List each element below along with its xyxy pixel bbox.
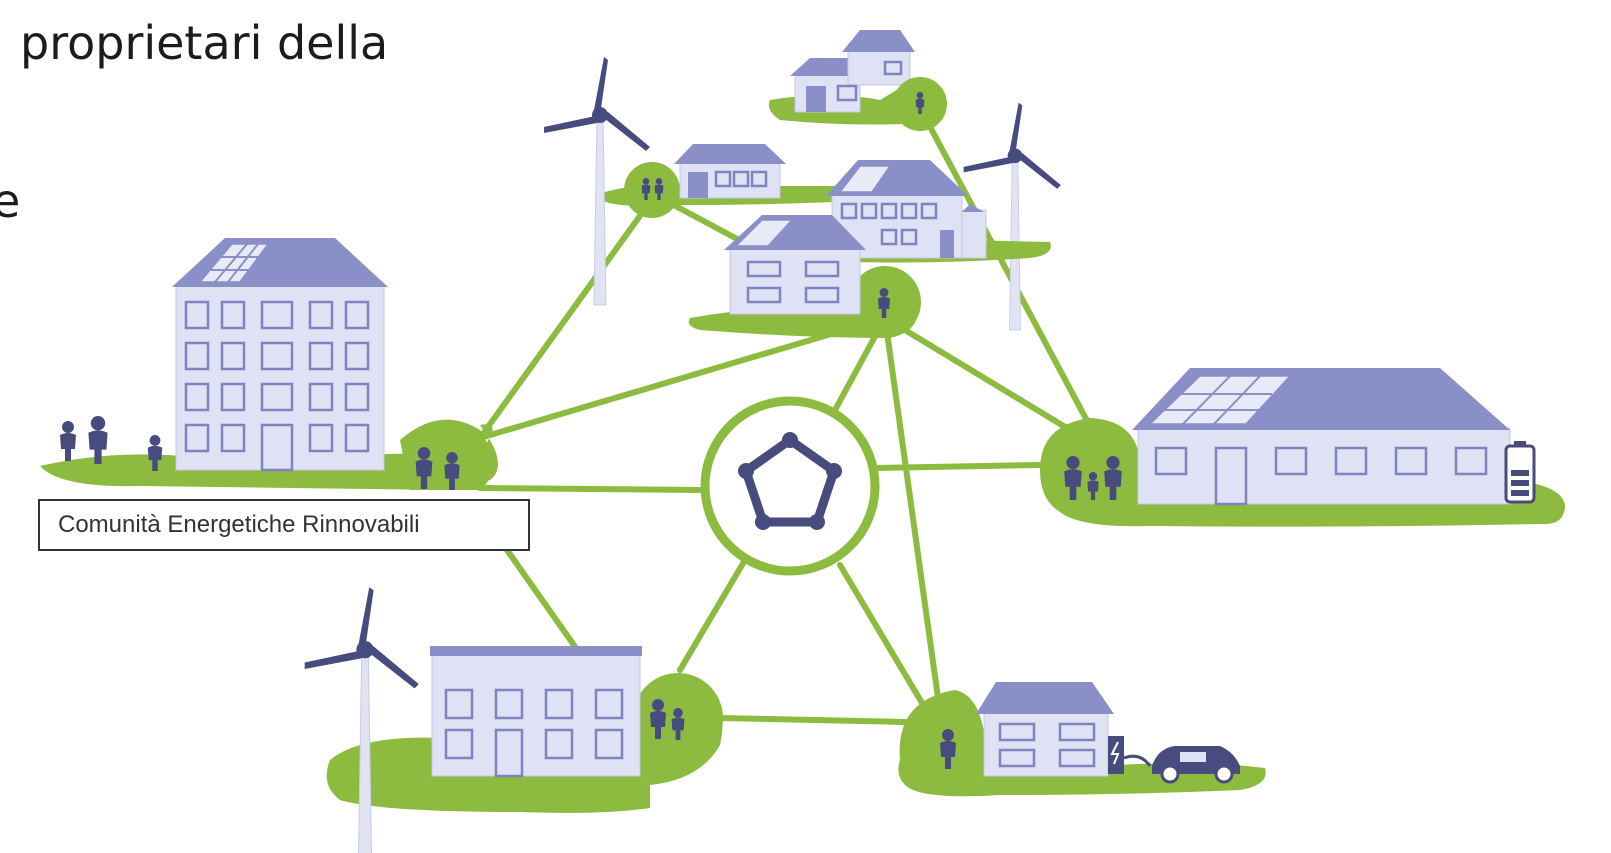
solar-panel-icon bbox=[838, 165, 892, 193]
house-bottom-right bbox=[898, 682, 1266, 797]
turbine-bottom-left bbox=[304, 586, 420, 853]
tooltip-label: Comunità Energetiche Rinnovabili bbox=[58, 511, 420, 538]
community-hub bbox=[700, 396, 880, 576]
electric-car-icon bbox=[1152, 746, 1240, 784]
house-center-top bbox=[688, 215, 921, 338]
solar-panel-icon bbox=[734, 219, 794, 247]
wind-turbine-icon bbox=[304, 586, 420, 853]
battery-icon bbox=[1504, 441, 1536, 504]
building-bottom-left bbox=[326, 646, 723, 813]
house-right bbox=[1040, 368, 1565, 527]
house-top-small bbox=[768, 30, 947, 131]
cropped-text-line-1: proprietari della bbox=[20, 16, 389, 70]
apartment-building-large bbox=[40, 238, 498, 490]
cropped-text-line-2: e bbox=[0, 174, 21, 228]
community-icon bbox=[738, 432, 842, 530]
tooltip: Comunità Energetiche Rinnovabili bbox=[38, 499, 530, 551]
house-top-left bbox=[595, 144, 893, 218]
charger-icon bbox=[1108, 736, 1152, 774]
solar-panel-icon bbox=[198, 243, 270, 283]
